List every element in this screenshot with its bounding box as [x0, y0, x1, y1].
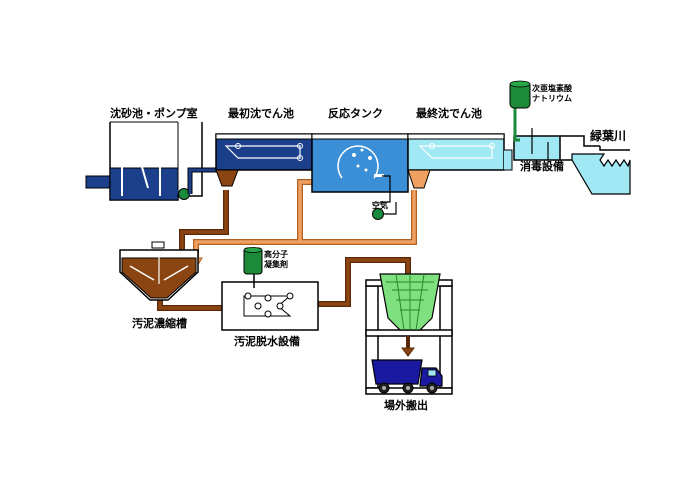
hopper-icon [379, 273, 441, 331]
final-sedimentation-tank [407, 133, 513, 189]
blower-pump-icon [372, 202, 397, 220]
sludge-dewatering-equipment [221, 272, 319, 331]
disinfection-label: 消毒設備 [520, 160, 564, 173]
thickener-label: 汚泥濃縮槽 [132, 317, 187, 330]
primary-sedimentation-tank [215, 133, 313, 187]
primary-sedimentation-label: 最初沈でん池 [228, 107, 294, 120]
polymer-tank-icon [243, 247, 263, 275]
sludge-thickener [119, 241, 199, 301]
air-label: 空気 [372, 201, 388, 210]
pump-icon [170, 167, 218, 200]
river [571, 146, 631, 195]
dewatering-label: 汚泥脱水設備 [234, 335, 300, 348]
grit-chamber [85, 121, 203, 201]
reaction-tank-label: 反応タンク [328, 107, 383, 120]
polymer-label-1: 高分子 [264, 250, 288, 259]
grit-pump-label: 沈砂池・ポンプ室 [110, 107, 198, 120]
hypochlorite-label-1: 次亜塩素酸 [532, 84, 572, 93]
hypochlorite-label-2: ナトリウム [532, 94, 572, 103]
disinfection-facility [513, 104, 600, 161]
final-sedimentation-label: 最終沈でん池 [416, 107, 482, 120]
chemical-tank-icon [509, 80, 531, 109]
truck-icon [371, 359, 443, 394]
polymer-label-2: 凝集剤 [264, 260, 288, 269]
hauling-label: 場外搬出 [384, 399, 428, 412]
river-label: 緑葉川 [590, 129, 627, 143]
reaction-tank [311, 133, 409, 203]
